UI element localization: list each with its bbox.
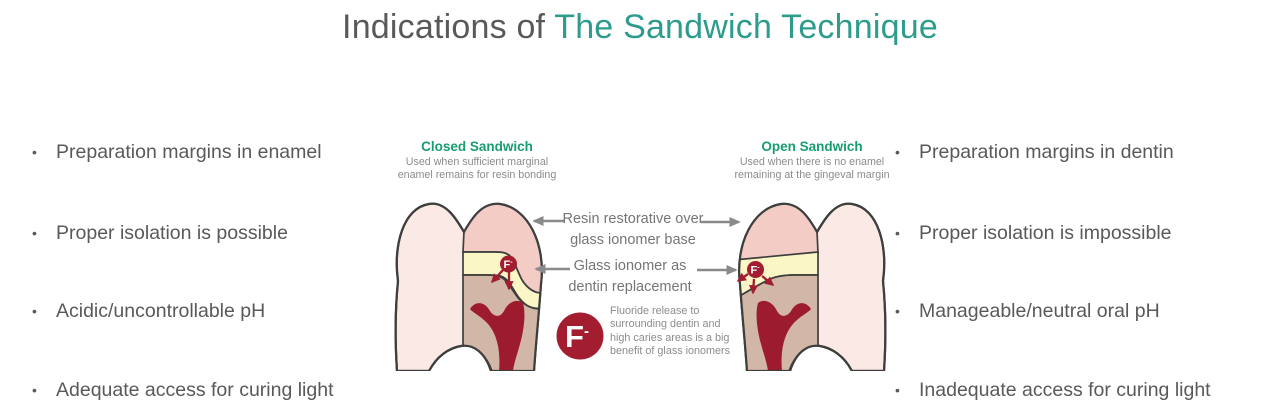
bullet-icon: • bbox=[32, 382, 37, 398]
fluoride-badge bbox=[500, 255, 517, 273]
list-item-label: Manageable/neutral oral pH bbox=[919, 300, 1160, 322]
closed-sandwich-header: Closed Sandwich Used when sufficient mar… bbox=[352, 139, 602, 182]
pulp-region bbox=[756, 300, 811, 371]
list-item: • Proper isolation is possible bbox=[24, 221, 288, 245]
fluoride-badge bbox=[747, 261, 764, 278]
fluoride-release-arrow bbox=[736, 272, 749, 282]
list-item: • Manageable/neutral oral pH bbox=[887, 299, 1160, 323]
closed-sandwich-title: Closed Sandwich bbox=[421, 139, 533, 154]
fluoride-symbol-badge: F- bbox=[556, 312, 604, 360]
fluoride-note-line: high caries areas is a big bbox=[610, 331, 730, 344]
title-accent: The Sandwich Technique bbox=[554, 8, 938, 46]
fluoride-note: Fluoride release to surrounding dentin a… bbox=[610, 305, 730, 359]
bullet-icon: • bbox=[895, 144, 900, 160]
list-item: • Preparation margins in enamel bbox=[24, 140, 322, 164]
list-item: • Acidic/uncontrollable pH bbox=[24, 299, 265, 323]
pulp-region bbox=[470, 300, 525, 371]
resin-callout-line-1: Resin restorative over bbox=[562, 211, 704, 227]
open-sandwich-header: Open Sandwich Used when there is no enam… bbox=[687, 139, 937, 182]
fluoride-release-arrow bbox=[761, 275, 775, 286]
list-item-label: Preparation margins in enamel bbox=[56, 141, 322, 163]
list-item: • Proper isolation is impossible bbox=[887, 221, 1172, 245]
page-title: Indications of The Sandwich Technique bbox=[0, 8, 1280, 47]
fluoride-circle bbox=[556, 312, 604, 360]
open-sandwich-tooth-diagram: F- bbox=[736, 202, 887, 371]
resin-callout-line-2: glass ionomer base bbox=[570, 232, 696, 248]
list-item-label: Preparation margins in dentin bbox=[919, 141, 1174, 163]
fluoride-note-line: surrounding dentin and bbox=[610, 318, 721, 331]
list-item: • Preparation margins in dentin bbox=[887, 140, 1174, 164]
glass-callout-line-1: Glass ionomer as bbox=[573, 258, 687, 274]
open-sandwich-title: Open Sandwich bbox=[761, 139, 863, 154]
list-item-label: Proper isolation is impossible bbox=[919, 222, 1172, 244]
fluoride-badge-label: F- bbox=[750, 265, 760, 277]
tooth-outline bbox=[738, 202, 887, 371]
resin-callout: Resin restorative over glass ionomer bas… bbox=[531, 209, 735, 251]
title-prefix: Indications of bbox=[342, 8, 555, 46]
bullet-icon: • bbox=[32, 303, 37, 319]
list-item-label: Acidic/uncontrollable pH bbox=[56, 300, 266, 322]
bullet-icon: • bbox=[32, 144, 37, 160]
fluoride-release-arrow bbox=[748, 278, 759, 295]
open-sandwich-subtitle-2: remaining at the gingeval margin bbox=[734, 169, 890, 181]
closed-sandwich-subtitle-1: Used when sufficient marginal bbox=[405, 156, 549, 168]
closed-sandwich-tooth-diagram: F- bbox=[394, 202, 543, 371]
list-item: • Adequate access for curing light bbox=[24, 378, 334, 402]
fluoride-badge-label: F- bbox=[503, 259, 513, 271]
closed-sandwich-subtitle-2: enamel remains for resin bonding bbox=[397, 169, 557, 181]
bullet-icon: • bbox=[895, 382, 900, 398]
fluoride-note-line: Fluoride release to bbox=[610, 305, 700, 317]
fluoride-release-arrow bbox=[491, 269, 504, 284]
bullet-icon: • bbox=[32, 225, 37, 241]
bullet-icon: • bbox=[895, 303, 900, 319]
bullet-icon: • bbox=[895, 225, 900, 241]
tooth-outline bbox=[394, 202, 543, 371]
fluoride-note-line: benefit of glass ionomers bbox=[610, 345, 731, 358]
glass-callout-line-2: dentin replacement bbox=[568, 279, 692, 295]
list-item-label: Adequate access for curing light bbox=[56, 379, 334, 401]
open-sandwich-subtitle-1: Used when there is no enamel bbox=[739, 156, 885, 168]
fluoride-symbol-label: F- bbox=[565, 319, 589, 354]
list-item: • Inadequate access for curing light bbox=[887, 378, 1211, 402]
list-item-label: Inadequate access for curing light bbox=[919, 379, 1211, 401]
glass-ionomer-callout: Glass ionomer as dentin replacement bbox=[528, 256, 732, 298]
list-item-label: Proper isolation is possible bbox=[56, 222, 288, 244]
